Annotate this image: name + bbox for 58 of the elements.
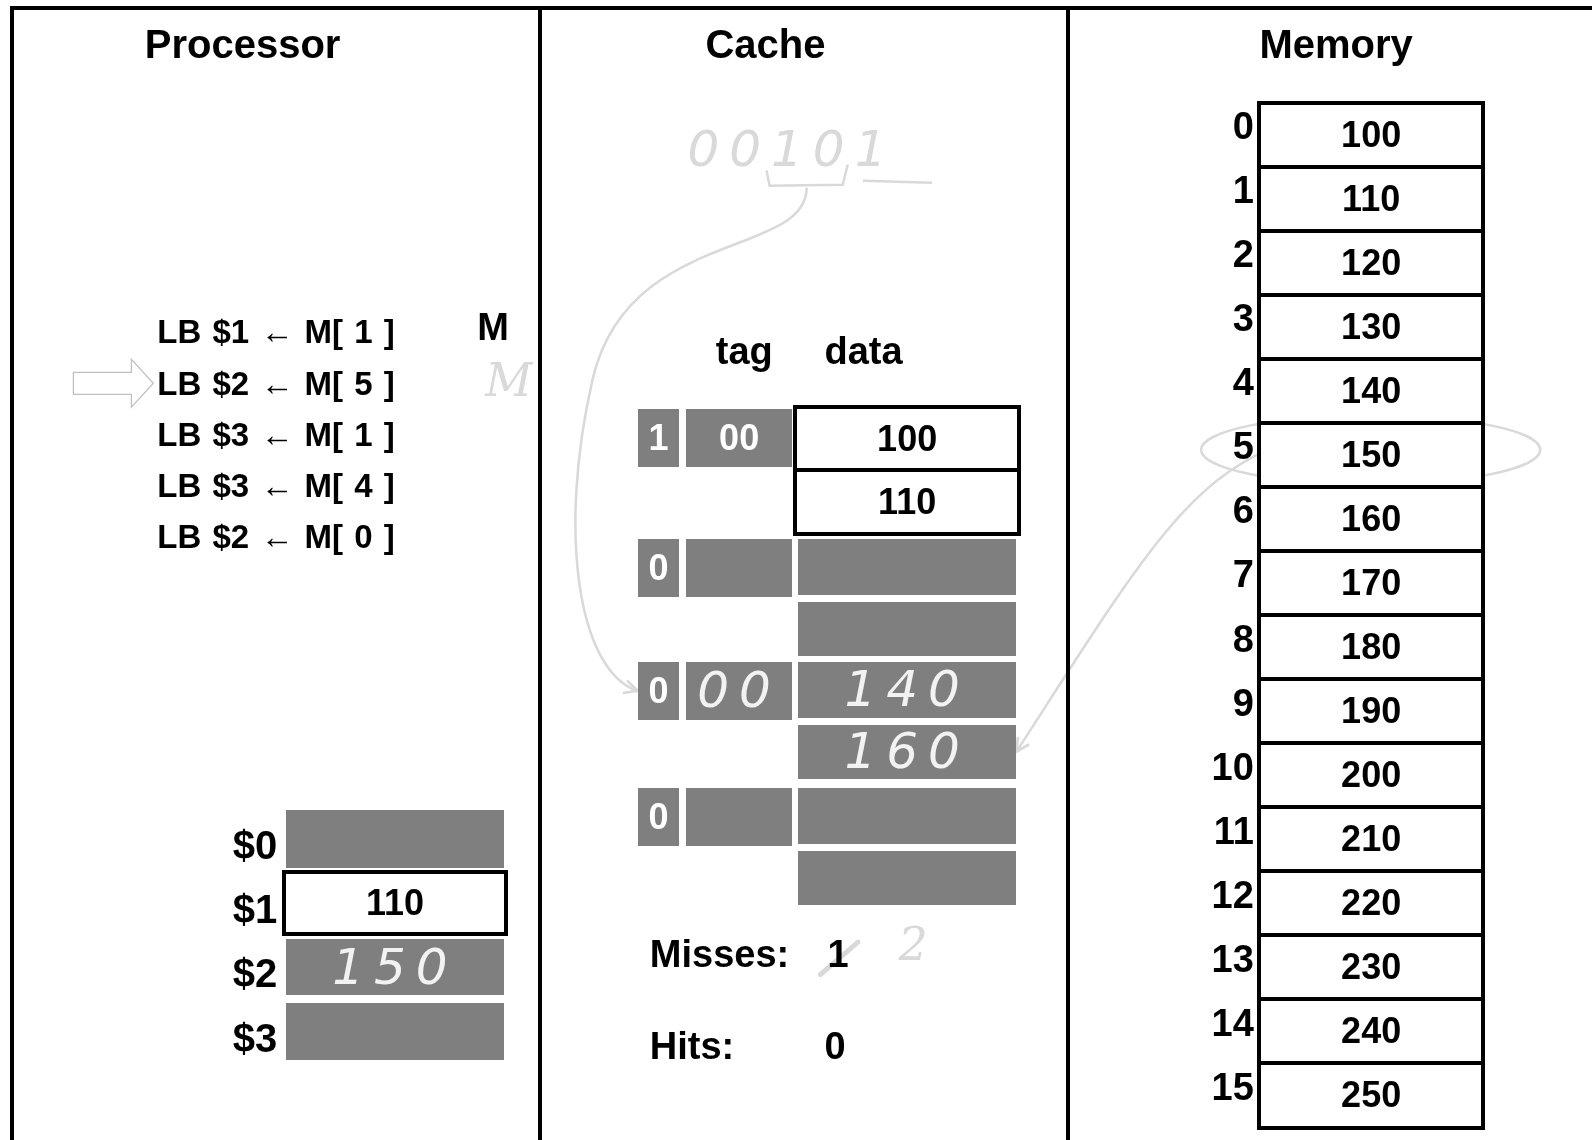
- empty-cell: [686, 787, 792, 846]
- empty-cell: [798, 850, 1017, 905]
- cache-cell: 160: [798, 724, 1017, 779]
- value-cell: 110: [282, 870, 508, 937]
- cache-cell: 0: [637, 539, 680, 597]
- address-index: 10: [1210, 744, 1254, 790]
- address-index: 15: [1210, 1065, 1254, 1110]
- address-index: 1: [1231, 168, 1254, 214]
- instruction-text: LB $3 ← M[ 4 ]: [157, 461, 493, 511]
- label-text: 1: [827, 931, 849, 977]
- address-index: 12: [1210, 872, 1254, 918]
- cache-cell: 00: [686, 661, 792, 720]
- register-name: $3: [231, 1014, 278, 1062]
- register-name: $0: [231, 822, 278, 870]
- instruction-text: LB $2 ← M[ 0 ]: [157, 512, 493, 562]
- register-name: $1: [231, 886, 278, 934]
- panel-title: Memory: [1258, 21, 1414, 69]
- panel-title: Cache: [704, 21, 827, 69]
- address-index: 2: [1231, 232, 1254, 278]
- address-index: 9: [1231, 680, 1254, 726]
- address-index: 4: [1231, 360, 1254, 406]
- address-index: 3: [1231, 296, 1254, 342]
- empty-cell: [286, 810, 504, 869]
- label-text: Hits:: [649, 1024, 735, 1070]
- address-index: 6: [1231, 488, 1254, 534]
- address-index: 8: [1231, 616, 1254, 662]
- label-text: data: [824, 328, 903, 374]
- address-index: 5: [1231, 424, 1254, 470]
- handwritten-arrow: [574, 187, 808, 693]
- section-panel: [1066, 6, 1592, 1140]
- section-panel: [10, 6, 539, 1140]
- label-text: 0: [824, 1024, 846, 1070]
- panel-title: Processor: [143, 21, 342, 69]
- address-index: 7: [1231, 552, 1254, 598]
- empty-cell: [798, 539, 1017, 595]
- instruction-text: LB $3 ← M[ 1 ]: [157, 410, 493, 459]
- cache-cell: 0: [637, 661, 680, 720]
- label-text: tag: [715, 328, 773, 374]
- register-name: $2: [231, 950, 278, 998]
- label-text: M: [477, 304, 509, 350]
- empty-cell: [798, 787, 1017, 844]
- empty-cell: [686, 539, 792, 597]
- cache-cell: 140: [798, 661, 1017, 718]
- cache-cell: 00: [686, 409, 792, 467]
- instruction-text: LB $2 ← M[ 5 ]: [157, 358, 493, 408]
- section-panel: [538, 6, 1067, 1140]
- empty-cell: [798, 602, 1017, 656]
- cache-cell: 150: [286, 939, 504, 995]
- pointer-arrow: [72, 357, 155, 409]
- address-index: 11: [1212, 808, 1254, 854]
- cache-cell: 0: [637, 787, 680, 846]
- empty-cell: [286, 1003, 504, 1060]
- cache-cell: 1: [637, 409, 680, 467]
- handwritten-arrow: [1015, 453, 1258, 754]
- label-text: Misses:: [649, 931, 790, 977]
- address-index: 14: [1210, 1000, 1254, 1046]
- address-index: 13: [1210, 936, 1254, 982]
- address-index: 0: [1231, 104, 1254, 149]
